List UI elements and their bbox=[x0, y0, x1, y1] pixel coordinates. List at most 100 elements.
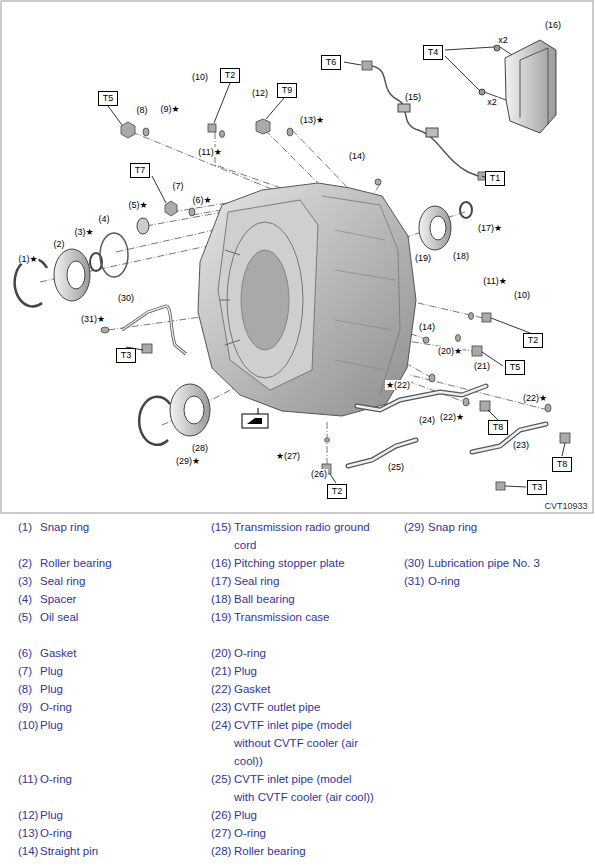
torque-code: T2 bbox=[225, 70, 236, 80]
torque-box: T4 bbox=[423, 45, 444, 60]
part-name: Plug bbox=[234, 806, 374, 824]
callout-number: (31)★ bbox=[80, 314, 106, 324]
callout-number: (10) bbox=[191, 72, 209, 82]
part-number: (8) bbox=[18, 680, 32, 698]
part-name: CVTF inlet pipe (model with CVTF cooler … bbox=[234, 770, 374, 806]
part-name: Transmission case bbox=[234, 608, 374, 626]
torque-code: T4 bbox=[428, 47, 439, 57]
part-number: (9) bbox=[18, 698, 32, 716]
part-name: CVTF outlet pipe bbox=[234, 698, 374, 716]
callout-number: (13)★ bbox=[299, 115, 325, 125]
part-name: Lubrication pipe No. 3 bbox=[428, 554, 568, 572]
part-number: (26) bbox=[211, 806, 231, 824]
part-number: (15) bbox=[211, 518, 231, 536]
part-name: Plug bbox=[40, 716, 180, 734]
part-number: (1) bbox=[18, 518, 32, 536]
torque-code: T8 bbox=[493, 422, 504, 432]
part-name: Roller bearing bbox=[234, 842, 374, 860]
part-name: Plug bbox=[40, 806, 180, 824]
part-number: (14) bbox=[18, 842, 38, 860]
part-number: (5) bbox=[18, 608, 32, 626]
callout-number: (4) bbox=[98, 214, 111, 224]
part-number: (13) bbox=[18, 824, 38, 842]
part-name: Straight pin bbox=[40, 842, 180, 860]
part-name: O-ring bbox=[428, 572, 568, 590]
callout-number: (19) bbox=[414, 253, 432, 263]
part-number: (16) bbox=[211, 554, 231, 572]
part-name: Pitching stopper plate bbox=[234, 554, 374, 572]
part-name: Snap ring bbox=[428, 518, 568, 536]
callout-number: (24) bbox=[418, 415, 436, 425]
torque-box: T9 bbox=[277, 83, 298, 98]
callout-number: (10) bbox=[513, 290, 531, 300]
part-name: Transmission radio ground cord bbox=[234, 518, 374, 554]
torque-box: T2 bbox=[220, 68, 241, 83]
part-number: (22) bbox=[211, 680, 231, 698]
torque-box: T2 bbox=[327, 484, 348, 499]
callout-number: (5)★ bbox=[127, 200, 148, 210]
part-number: (17) bbox=[211, 572, 231, 590]
part-name: Oil seal bbox=[40, 608, 180, 626]
torque-code: T2 bbox=[332, 486, 343, 496]
part-name: Plug bbox=[40, 680, 180, 698]
callout-number: (29)★ bbox=[175, 456, 201, 466]
callout-number: (20)★ bbox=[437, 346, 463, 356]
torque-box: T3 bbox=[116, 348, 137, 363]
part-number: (4) bbox=[18, 590, 32, 608]
callout-number: x2 bbox=[486, 97, 498, 107]
callout-number: (14) bbox=[418, 322, 436, 332]
part-number: (12) bbox=[18, 806, 38, 824]
part-number: (31) bbox=[404, 572, 424, 590]
torque-box: T2 bbox=[523, 333, 544, 348]
callout-number: (14) bbox=[348, 151, 366, 161]
part-name: Seal ring bbox=[40, 572, 180, 590]
callout-number: (18) bbox=[452, 251, 470, 261]
torque-code: T9 bbox=[282, 85, 293, 95]
torque-code: T3 bbox=[121, 350, 132, 360]
part-number: (23) bbox=[211, 698, 231, 716]
part-name: Gasket bbox=[234, 680, 374, 698]
callout-number: (9)★ bbox=[159, 104, 180, 114]
part-number: (3) bbox=[18, 572, 32, 590]
callout-number: (6)★ bbox=[191, 195, 212, 205]
torque-box: T8 bbox=[552, 457, 573, 472]
callout-number: ★(27) bbox=[275, 451, 301, 461]
torque-code: T6 bbox=[326, 57, 337, 67]
callout-number: (12) bbox=[251, 88, 269, 98]
torque-code: T5 bbox=[103, 93, 114, 103]
callout-number: (16) bbox=[544, 20, 562, 30]
part-name: O-ring bbox=[40, 824, 180, 842]
callout-number: (22)★ bbox=[439, 412, 465, 422]
callout-number: (25) bbox=[387, 462, 405, 472]
callout-number: (15) bbox=[404, 92, 422, 102]
part-name: Gasket bbox=[40, 644, 180, 662]
callout-number: (26) bbox=[310, 469, 328, 479]
torque-code: T5 bbox=[510, 362, 521, 372]
callout-number: (2) bbox=[53, 239, 66, 249]
part-name: O-ring bbox=[234, 824, 374, 842]
part-name: Plug bbox=[40, 662, 180, 680]
part-number: (6) bbox=[18, 644, 32, 662]
torque-box: T8 bbox=[488, 420, 509, 435]
part-name: Seal ring bbox=[234, 572, 374, 590]
part-name: O-ring bbox=[234, 644, 374, 662]
part-name: O-ring bbox=[40, 698, 180, 716]
callout-number: (17)★ bbox=[477, 223, 503, 233]
part-name: O-ring bbox=[40, 770, 180, 788]
callout-number: (22)★ bbox=[522, 393, 548, 403]
callout-number: (23) bbox=[512, 440, 530, 450]
part-number: (20) bbox=[211, 644, 231, 662]
part-number: (25) bbox=[211, 770, 231, 788]
callout-number: (11)★ bbox=[482, 276, 507, 286]
part-number: (28) bbox=[211, 842, 231, 860]
part-number: (29) bbox=[404, 518, 424, 536]
torque-code: T8 bbox=[557, 459, 568, 469]
part-name: Ball bearing bbox=[234, 590, 374, 608]
part-name: Roller bearing bbox=[40, 554, 180, 572]
torque-box: T3 bbox=[527, 480, 548, 495]
part-number: (30) bbox=[404, 554, 424, 572]
torque-box: T7 bbox=[130, 163, 151, 178]
part-number: (18) bbox=[211, 590, 231, 608]
part-number: (24) bbox=[211, 716, 231, 734]
callout-number: (7) bbox=[172, 181, 185, 191]
